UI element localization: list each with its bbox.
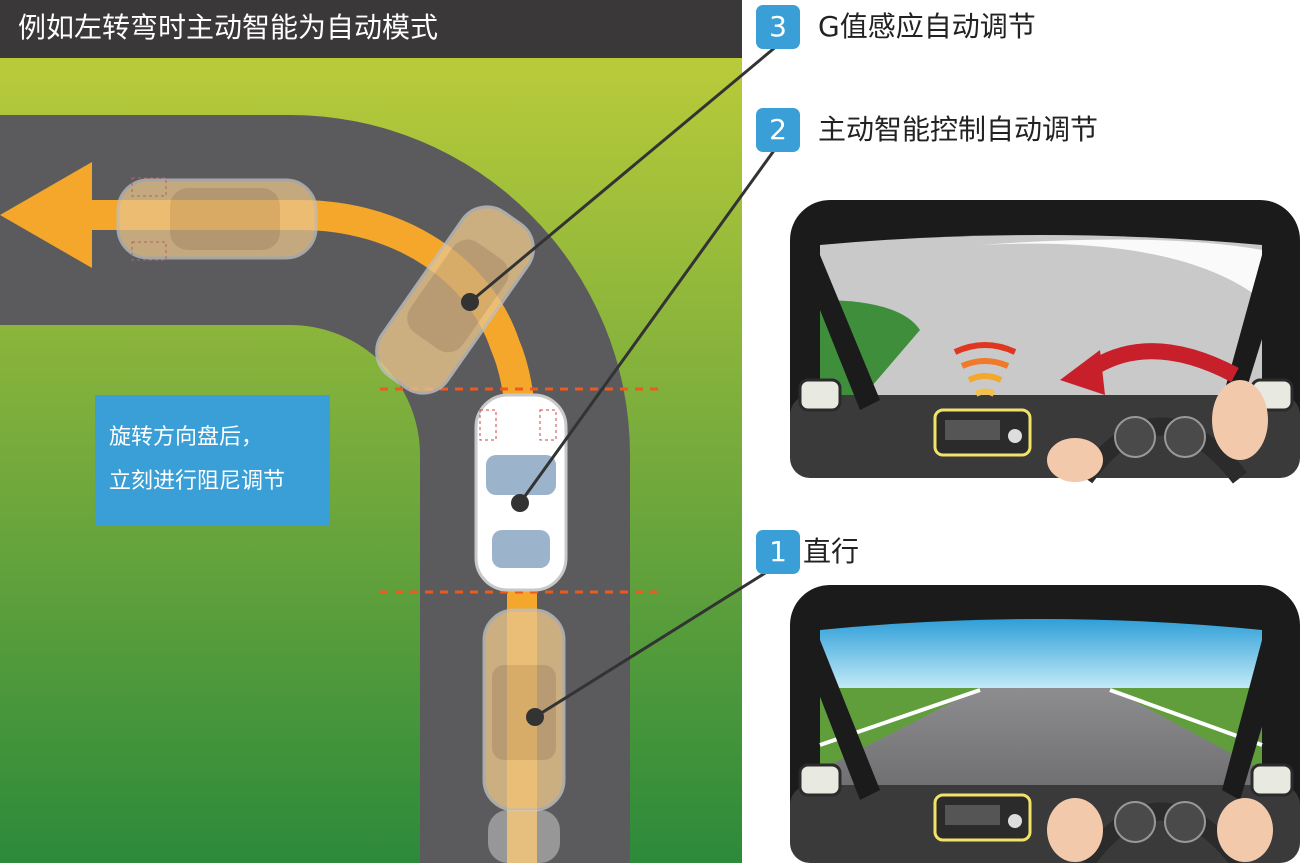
cockpit-view-straight (790, 585, 1300, 863)
dot-step3 (461, 293, 479, 311)
callout-box: 旋转方向盘后， 立刻进行阻尼调节 (95, 395, 330, 525)
step-badge-3: 3 (756, 5, 800, 49)
page-title: 例如左转弯时主动智能为自动模式 (18, 11, 439, 44)
dot-step2 (511, 494, 529, 512)
leader-lines (469, 43, 780, 719)
car-active (474, 393, 568, 592)
title-bar: 例如左转弯时主动智能为自动模式 (0, 0, 742, 58)
callout-line-2: 立刻进行阻尼调节 (109, 469, 286, 494)
step-label-3: G值感应自动调节 (818, 10, 1036, 43)
direction-arrow (0, 162, 92, 268)
car-ghost-curve (375, 205, 535, 395)
step-badge-1: 1 (756, 530, 800, 574)
step-badge-2: 2 (756, 108, 800, 152)
car-ghost-left (116, 177, 318, 261)
step-label-1: 直行 (803, 535, 860, 568)
cockpit-view-curve (790, 200, 1300, 484)
step-label-2: 主动智能控制自动调节 (818, 113, 1099, 146)
car-ghost-bottom (482, 608, 566, 863)
dot-step1 (526, 708, 544, 726)
callout-line-1: 旋转方向盘后， (109, 425, 264, 450)
